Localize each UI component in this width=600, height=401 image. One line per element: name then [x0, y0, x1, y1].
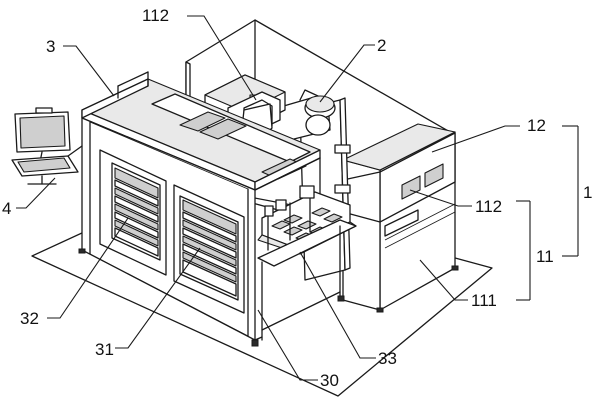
label-3: 3: [46, 37, 55, 56]
label-4: 4: [2, 199, 11, 218]
label-11: 11: [536, 247, 554, 266]
drawer-bank-31: [173, 184, 245, 314]
machine-frame-3: [78, 71, 357, 347]
computer-terminal-4: [11, 107, 83, 185]
label-112-right: 112: [475, 197, 502, 216]
label-112-top: 112: [142, 6, 169, 25]
label-111: 111: [471, 291, 497, 310]
label-32: 32: [20, 309, 39, 328]
bracket-1: [562, 125, 579, 257]
label-31: 31: [95, 340, 114, 359]
leader-lines: [16, 15, 520, 381]
label-1: 1: [583, 183, 592, 202]
cabinet-unit-11: [342, 123, 459, 313]
bracket-11: [516, 200, 531, 301]
label-30: 30: [320, 371, 339, 390]
label-12: 12: [527, 116, 546, 135]
drawer-bank-32: [99, 149, 167, 276]
label-2: 2: [377, 36, 386, 55]
label-33: 33: [378, 349, 397, 368]
